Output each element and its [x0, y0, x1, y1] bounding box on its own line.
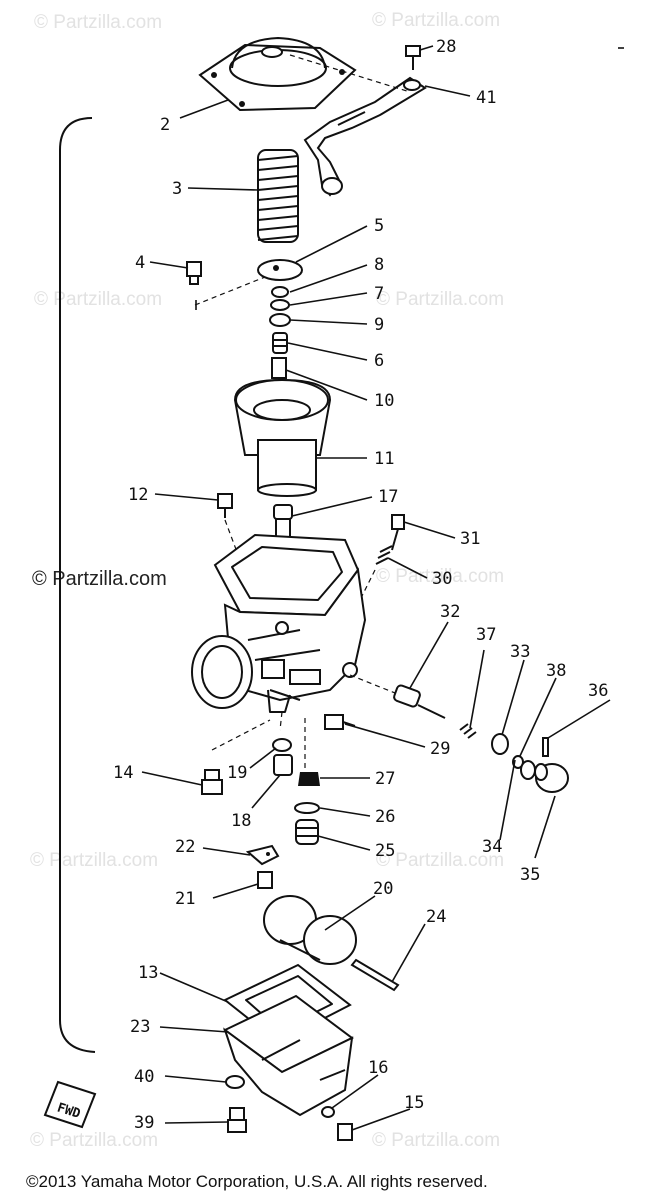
callout-9: 9	[374, 315, 384, 335]
copyright-notice: ©2013 Yamaha Motor Corporation, U.S.A. A…	[26, 1172, 488, 1191]
part-pin-24	[350, 958, 400, 992]
callout-12: 12	[128, 485, 148, 505]
callout-2: 2	[160, 115, 170, 135]
part-screw-31	[391, 514, 405, 551]
callout-23: 23	[130, 1017, 150, 1037]
callout-5: 5	[374, 216, 384, 236]
callout-28: 28	[436, 37, 456, 57]
callout-24: 24	[426, 907, 446, 927]
callout-7: 7	[374, 284, 384, 304]
watermark-text: © Partzilla.com	[30, 850, 158, 871]
callout-39: 39	[134, 1113, 154, 1133]
callout-14: 14	[113, 763, 133, 783]
callout-32: 32	[440, 602, 460, 622]
callout-10: 10	[374, 391, 394, 411]
watermark-text: © Partzilla.com	[376, 850, 504, 871]
callout-27: 27	[375, 769, 395, 789]
callout-36: 36	[588, 681, 608, 701]
callout-25: 25	[375, 841, 395, 861]
callout-30: 30	[432, 569, 452, 589]
watermark-text: © Partzilla.com	[34, 289, 162, 310]
part-spring-30	[375, 545, 393, 565]
watermark-text: © Partzilla.com	[372, 1130, 500, 1151]
callout-15: 15	[404, 1093, 424, 1113]
callout-37: 37	[476, 625, 496, 645]
callout-29: 29	[430, 739, 450, 759]
leader-lines	[141, 45, 611, 1131]
watermark-text: © Partzilla.com	[34, 12, 162, 33]
part-needle-holder	[257, 259, 303, 281]
part-idle-screw-32	[393, 684, 446, 719]
callout-6: 6	[374, 351, 384, 371]
part-spring-37	[459, 723, 477, 739]
callout-22: 22	[175, 837, 195, 857]
part-bolt-28	[405, 45, 421, 70]
part-carburetor-body	[191, 533, 367, 713]
part-33	[491, 733, 509, 755]
part-float-bowl-23	[223, 994, 354, 1117]
part-float-20	[263, 895, 357, 965]
assembly-bracket	[59, 117, 96, 1053]
watermark-text: © Partzilla.com	[376, 566, 504, 587]
watermark-text: © Partzilla.com	[376, 289, 504, 310]
part-drain-screw-15	[337, 1123, 353, 1141]
callout-35: 35	[520, 865, 540, 885]
part-spring	[257, 149, 299, 243]
callout-33: 33	[510, 642, 530, 662]
callout-16: 16	[368, 1058, 388, 1078]
callout-labels: 2 28 41 3 4 5 8 7 9 6 10 11 12 17 31 30 …	[113, 37, 608, 1133]
callout-20: 20	[373, 879, 393, 899]
callout-38: 38	[546, 661, 566, 681]
part-screw-4	[186, 261, 202, 285]
fwd-label: FWD	[55, 1100, 82, 1122]
callout-18: 18	[231, 811, 251, 831]
callout-31: 31	[460, 529, 480, 549]
part-screw-21	[257, 871, 273, 889]
part-screw-12	[217, 493, 233, 518]
part-knob-35	[534, 763, 569, 793]
watermark-prominent: © Partzilla.com	[32, 568, 167, 590]
callout-19: 19	[227, 763, 247, 783]
callout-17: 17	[378, 487, 398, 507]
callout-40: 40	[134, 1067, 154, 1087]
callout-41: 41	[476, 88, 496, 108]
callout-11: 11	[374, 449, 394, 469]
watermark-text: © Partzilla.com	[30, 1130, 158, 1151]
part-valve-25	[295, 819, 319, 845]
callout-21: 21	[175, 889, 195, 909]
part-cable-lever-41	[303, 76, 427, 197]
part-38	[512, 755, 524, 769]
part-screw-39	[227, 1107, 247, 1133]
callout-26: 26	[375, 807, 395, 827]
fwd-arrow-icon: FWD	[43, 1080, 97, 1129]
part-27	[298, 772, 320, 786]
callout-4: 4	[135, 253, 145, 273]
part-34	[520, 760, 536, 780]
watermark-text: © Partzilla.com	[372, 10, 500, 31]
part-throttle-slide	[233, 378, 332, 497]
watermark-layer: © Partzilla.com © Partzilla.com © Partzi…	[30, 10, 504, 1151]
part-36	[542, 737, 549, 757]
part-main-jet-14	[201, 769, 223, 795]
callout-8: 8	[374, 255, 384, 275]
part-top-cover	[198, 37, 357, 112]
part-22	[245, 844, 280, 866]
part-screw-29	[324, 714, 356, 730]
carburetor-exploded-diagram: © Partzilla.com © Partzilla.com © Partzi…	[30, 10, 624, 1151]
callout-3: 3	[172, 179, 182, 199]
callout-13: 13	[138, 963, 158, 983]
callout-34: 34	[482, 837, 502, 857]
